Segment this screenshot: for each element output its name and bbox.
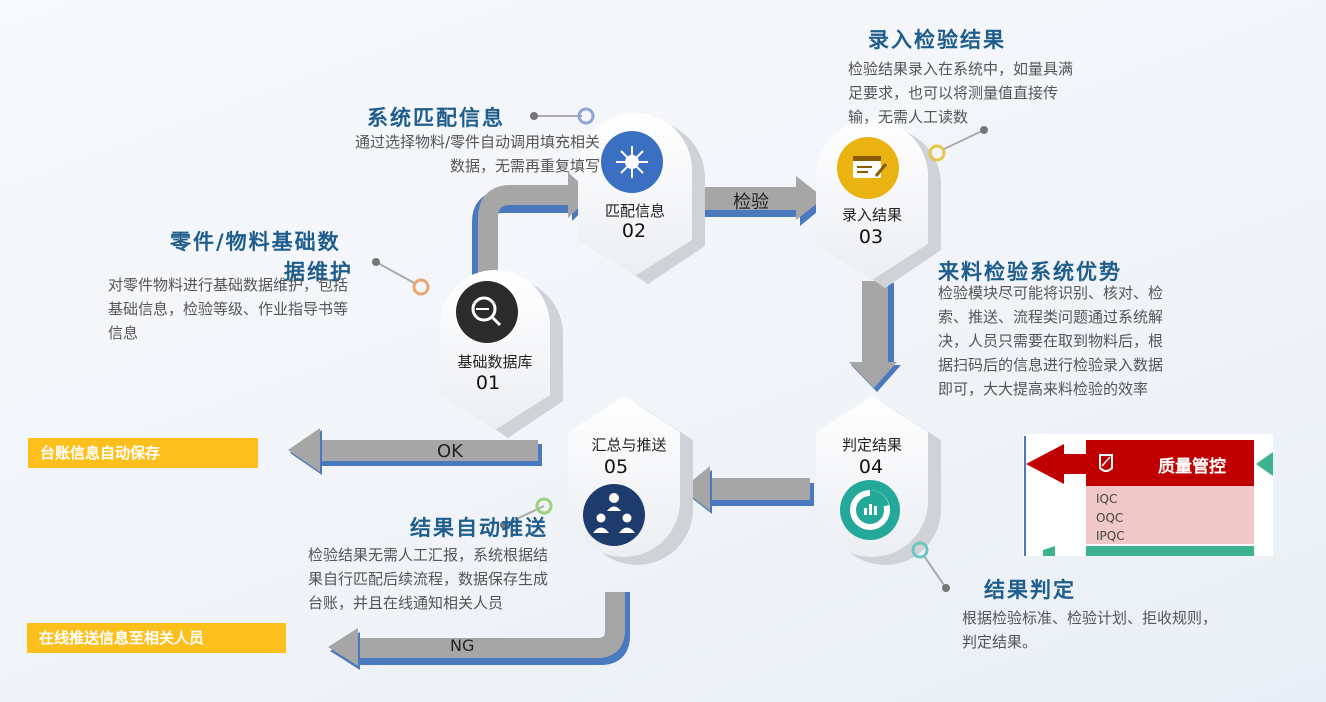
- advantage-description: 检验模块尽可能将识别、核对、检索、推送、流程类问题通过系统解决，人员只需要在取到…: [938, 284, 1164, 398]
- pie-chart-icon: [850, 490, 890, 530]
- key-search-icon: [471, 296, 502, 327]
- node-01-label: 基础数据库: [457, 353, 533, 371]
- pin-base: [372, 258, 430, 296]
- judge-description: 根据检验标准、检验计划、拒收规则，判定结果。: [962, 609, 1218, 651]
- quality-item-ipqc: IPQC: [1096, 529, 1125, 543]
- team-share-icon: [593, 493, 635, 533]
- advantage-title: 来料检验系统优势: [938, 260, 1122, 284]
- node-04-label: 判定结果: [841, 436, 902, 454]
- arrow-match-to-entry: [698, 176, 828, 226]
- node-04-shape: [816, 396, 941, 565]
- match-title: 系统匹配信息: [367, 106, 505, 130]
- banner-ok: 台账信息自动保存: [28, 438, 258, 468]
- arrow-ok: [288, 428, 542, 475]
- node-05-shape: [568, 396, 693, 565]
- node-04-number: 04: [858, 456, 884, 478]
- node-03-label: 录入结果: [841, 206, 902, 224]
- quality-item-oqc: OQC: [1096, 511, 1124, 525]
- push-description: 检验结果无需人工汇报，系统根据结果自行匹配后续流程，数据保存生成台账，并且在线通…: [308, 546, 549, 612]
- node-03-number: 03: [858, 226, 884, 248]
- pin-push: [500, 497, 553, 529]
- node-02-label: 匹配信息: [604, 202, 665, 220]
- form-edit-icon: [853, 156, 888, 178]
- entry-title: 录入检验结果: [868, 28, 1006, 52]
- arrow-ng: [328, 592, 630, 670]
- quality-item-iqc: IQC: [1096, 492, 1118, 506]
- match-description: 通过选择物料/零件自动调用填充相关数据，无需再重复填写: [354, 133, 600, 175]
- pin-judge: [911, 541, 950, 592]
- pin-entry: [928, 126, 988, 162]
- push-title: 结果自动推送: [410, 516, 548, 540]
- banner-ng: 在线推送信息至相关人员: [27, 623, 286, 653]
- pin-match: [530, 107, 595, 125]
- quality-panel: [1023, 434, 1273, 556]
- node-05-number: 05: [603, 456, 629, 478]
- judge-title: 结果判定: [984, 578, 1076, 602]
- quality-title: 质量管控: [1158, 457, 1226, 477]
- arrow-label-inspect: 检验: [733, 192, 769, 213]
- arrow-label-ok: OK: [437, 441, 463, 462]
- base-title-line1: 零件/物料基础数: [170, 230, 341, 254]
- arrow-entry-to-judge: [849, 281, 901, 392]
- arrow-judge-to-push: [682, 466, 814, 514]
- node-01-number: 01: [475, 372, 501, 394]
- base-description: 对零件物料进行基础数据维护，包括基础信息，检验等级、作业指导书等信息: [108, 276, 349, 342]
- arrow-label-ng: NG: [450, 636, 475, 655]
- base-title-line2: 据维护: [284, 260, 353, 284]
- entry-description: 检验结果录入在系统中，如量具满足要求，也可以将测量值直接传输，无需人工读数: [848, 60, 1074, 126]
- network-gear-icon: [616, 146, 648, 178]
- node-02-number: 02: [621, 220, 647, 242]
- node-05-label: 汇总与推送: [591, 436, 667, 454]
